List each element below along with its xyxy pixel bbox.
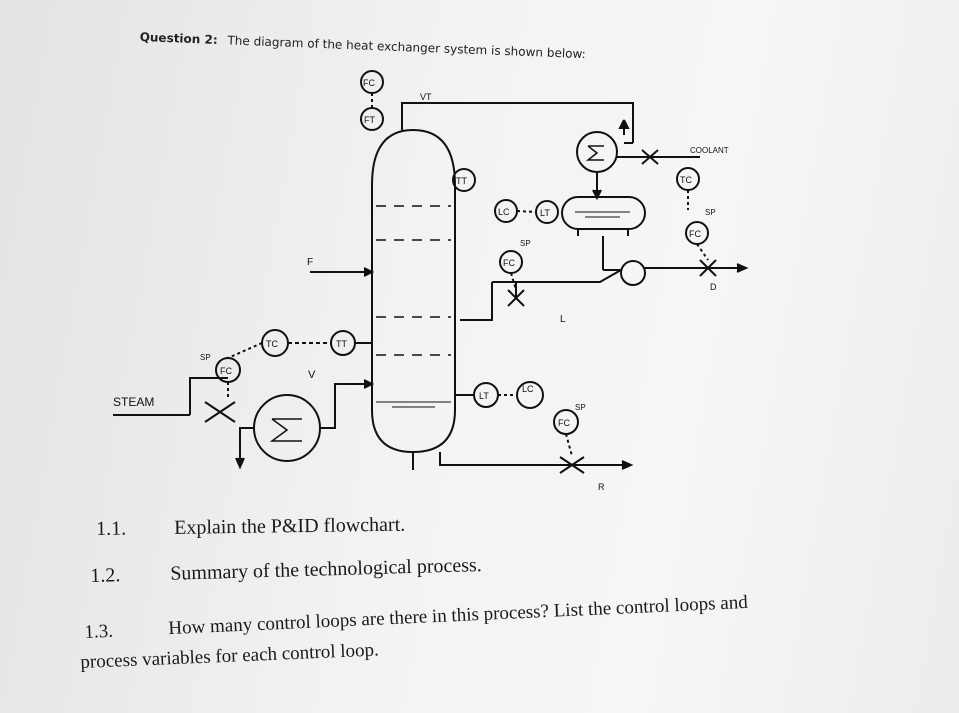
label-tt-top: TT — [456, 176, 467, 186]
label-tt-left: TT — [336, 339, 347, 349]
label-lt-top: LT — [540, 208, 550, 218]
distillation-column — [371, 128, 456, 454]
label-tc: TC — [680, 175, 692, 185]
label-steam: STEAM — [113, 395, 154, 409]
column-trays — [376, 205, 451, 356]
label-sp-left: SP — [200, 353, 211, 362]
label-d: D — [710, 282, 717, 292]
label-sp-right: SP — [705, 208, 716, 217]
label-f: F — [307, 257, 313, 268]
label-fc-bottom: FC — [558, 418, 570, 428]
label-tc-left: TC — [266, 339, 278, 349]
label-r: R — [598, 482, 605, 492]
question-1-3: 1.3. How many control loops are there in … — [84, 592, 748, 644]
question-number: 1.1. — [96, 517, 127, 540]
question-number: 1.3. — [84, 620, 114, 643]
label-lc-bottom: LC — [522, 384, 534, 394]
label-fc-top: FC — [363, 78, 375, 88]
question-text: How many control loops are there in this… — [167, 591, 749, 640]
question-1-1: 1.1. Explain the P&ID flowchart. — [96, 514, 405, 541]
label-vt: VT — [420, 92, 432, 102]
label-fc-right: FC — [689, 229, 701, 239]
label-v: V — [308, 369, 316, 381]
label-sp-bottom: SP — [575, 403, 586, 412]
ft-bubble — [360, 107, 384, 131]
label-fc-left: FC — [220, 366, 232, 376]
label-fc-mid: FC — [503, 258, 515, 268]
condenser — [576, 131, 618, 173]
question-1-2: 1.2. Summary of the technological process… — [90, 554, 482, 588]
reboiler — [253, 394, 321, 462]
reflux-pump — [620, 260, 646, 286]
reflux-drum — [561, 196, 646, 230]
question-text: Summary of the technological process. — [169, 554, 483, 585]
label-ft: FT — [364, 115, 375, 125]
label-lt-bottom: LT — [479, 391, 489, 401]
heat-exchanger-pid-diagram: FC FT VT TT COOLANT TC SP FC LC LT SP FC… — [113, 70, 749, 492]
question-number: 1.2. — [90, 564, 121, 587]
label-lc-top: LC — [498, 207, 510, 217]
question-text: Explain the P&ID flowchart. — [173, 513, 406, 539]
label-sp-mid: SP — [520, 239, 531, 248]
label-coolant: COOLANT — [690, 146, 729, 155]
question-1-3-continuation: process variables for each control loop. — [80, 639, 380, 673]
label-l: L — [560, 314, 566, 325]
